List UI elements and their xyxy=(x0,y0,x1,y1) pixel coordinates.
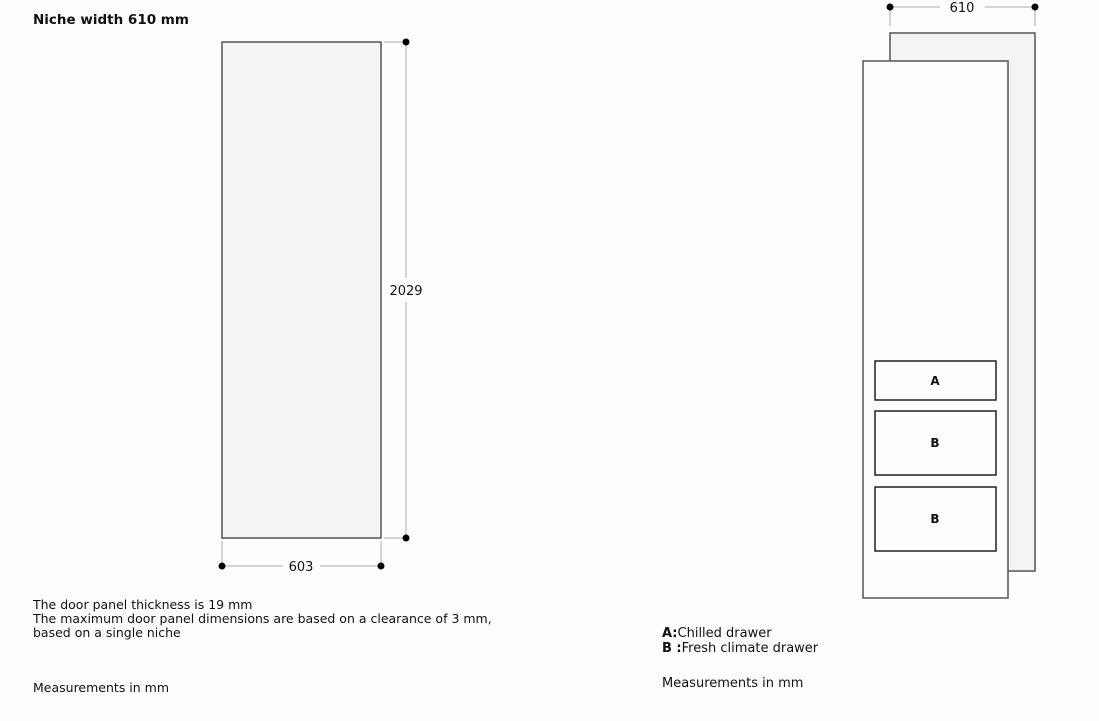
appliance-front xyxy=(862,60,1009,599)
width-label: 603 xyxy=(289,560,314,575)
legend-label: Chilled drawer xyxy=(677,626,772,641)
height-dimension xyxy=(384,41,407,539)
legend-item-a: A:Chilled drawer xyxy=(662,626,772,641)
drawer-b-label: B xyxy=(930,436,939,450)
legend-key: B : xyxy=(662,641,682,656)
legend-item-b: B :Fresh climate drawer xyxy=(662,641,818,656)
legend-label: Fresh climate drawer xyxy=(681,641,819,656)
note-clearance: The maximum door panel dimensions are ba… xyxy=(33,611,492,626)
height-label: 2029 xyxy=(389,284,422,299)
door-panel xyxy=(221,41,382,539)
measurements-note-right: Measurements in mm xyxy=(662,676,804,691)
drawer-b xyxy=(874,486,997,552)
note-single-niche: based on a single niche xyxy=(33,625,181,640)
width-dimension xyxy=(221,541,382,567)
drawer-b xyxy=(874,410,997,476)
dimension-dot xyxy=(886,3,894,11)
measurements-note-left: Measurements in mm xyxy=(33,680,170,695)
note-thickness: The door panel thickness is 19 mm xyxy=(33,597,253,612)
legend-key: A: xyxy=(662,626,678,641)
dimension-dot xyxy=(218,562,226,570)
drawer-a xyxy=(874,360,997,401)
page-title: Niche width 610 mm xyxy=(33,12,189,28)
drawer-a-label: A xyxy=(930,374,940,388)
niche-width-label: 610 xyxy=(950,1,975,16)
dimension-dot xyxy=(402,534,410,542)
dimension-dot xyxy=(377,562,385,570)
dimension-dot xyxy=(402,38,410,46)
dimension-dot xyxy=(1031,3,1039,11)
drawer-b-label: B xyxy=(930,512,939,526)
